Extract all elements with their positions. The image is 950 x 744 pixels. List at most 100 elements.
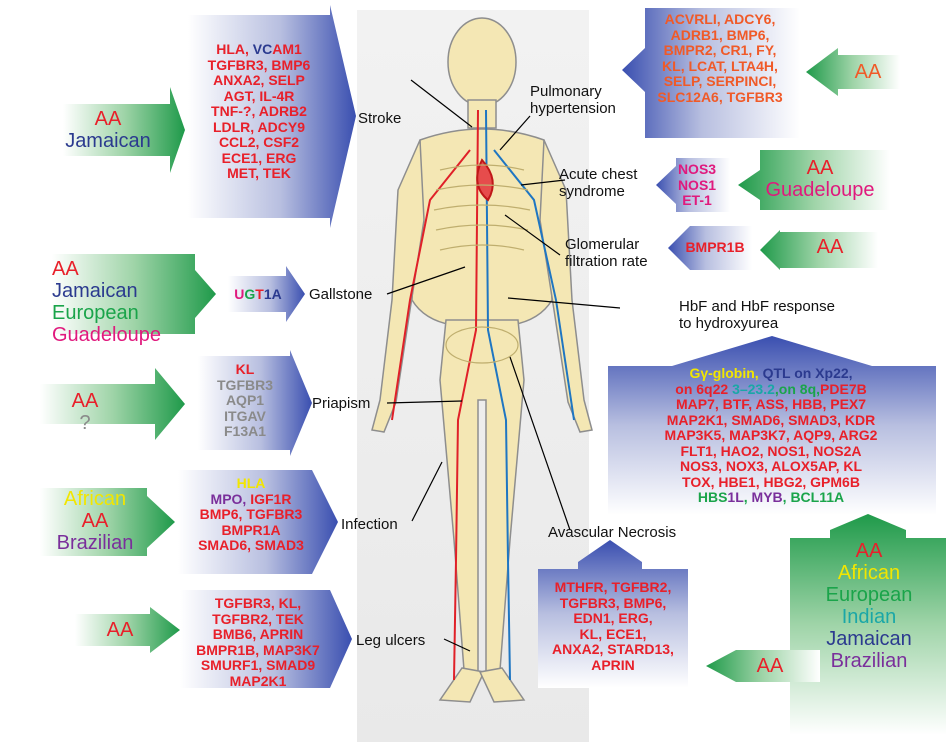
arrow-blue-pulmonary xyxy=(622,8,800,138)
arrow-blue-infection xyxy=(178,470,338,574)
condition-gallstone: Gallstone xyxy=(309,286,373,303)
gene-line: TNF-?, ADRB2 xyxy=(186,103,332,120)
leader-lines xyxy=(386,79,621,652)
gene-segment: VC xyxy=(252,41,273,57)
population-label: Guadeloupe xyxy=(765,179,875,201)
condition-acute-chest-line1: Acute chest xyxy=(559,166,638,183)
gene-line: ANXA2, STARD13, xyxy=(538,641,688,658)
gene-segment: HLA, xyxy=(216,41,253,57)
condition-glomerular-line2: filtration rate xyxy=(565,253,648,270)
gene-segment: 1L xyxy=(727,489,744,505)
gene-segment: F13A1 xyxy=(223,423,267,439)
population-label: Jamaican xyxy=(826,628,912,650)
gene-segment: MTHFR, TGFBR2, xyxy=(554,579,672,595)
gene-line: ECE1, ERG xyxy=(186,150,332,167)
gene-line: MAP7, BTF, ASS, HBB, PEX7 xyxy=(608,396,934,413)
gene-segment: ET-1 xyxy=(682,192,712,208)
arrow-blue-gallstone xyxy=(228,266,305,322)
gene-segment: NOS3 xyxy=(677,161,717,177)
gene-segment: on 6q22 xyxy=(675,380,733,397)
gene-line: SMURF1, SMAD9 xyxy=(180,657,336,674)
gene-segment: KL, ECE1, xyxy=(579,625,647,642)
population-leg-ulcers: AA xyxy=(90,619,150,641)
arrow-green-avascular xyxy=(706,650,820,682)
gene-segment: QTL on Xp22, xyxy=(762,365,853,381)
gene-segment: , BCL11A xyxy=(782,489,845,505)
gene-segment: ANXA2, SELP xyxy=(213,72,305,88)
condition-infection: Infection xyxy=(341,516,398,533)
arrow-green-infection xyxy=(40,488,175,556)
gene-segment: EDN1, ERG, xyxy=(573,610,653,626)
population-label: AA xyxy=(94,108,122,130)
genes-gallstone: UGT1A xyxy=(228,286,288,303)
gene-line: MPO, IGF1R xyxy=(178,491,324,508)
gene-line: TGFBR2, TEK xyxy=(180,610,336,628)
arrow-green-stroke xyxy=(63,87,185,173)
gene-line: NOS3 xyxy=(674,161,720,178)
population-priapism: AA? xyxy=(45,390,125,434)
gene-line: ACVRLI, ADCY6, xyxy=(640,11,800,28)
gene-line: F13A1 xyxy=(198,423,292,440)
gene-line: ANXA2, SELP xyxy=(186,72,332,89)
gene-line: ET-1 xyxy=(674,192,720,209)
population-label: AA xyxy=(106,619,134,641)
gene-line: UGT1A xyxy=(228,286,288,303)
population-label: Jamaican xyxy=(52,280,138,302)
gene-segment: SMURF1, SMAD9 xyxy=(200,657,316,673)
gene-segment: LDLR, ADCY9 xyxy=(212,118,306,135)
blood-vessels xyxy=(391,109,575,681)
arrow-blue-hbf xyxy=(608,336,936,515)
population-label: Jamaican xyxy=(65,130,151,152)
gene-segment: TGFBR2, TEK xyxy=(212,610,304,627)
gene-segment: TNF-?, ADRB2 xyxy=(211,103,307,119)
gene-segment: MAP2K1 xyxy=(229,672,287,689)
gene-line: BMPR1B, MAP3K7 xyxy=(180,641,336,659)
gene-segment: SLC12A6, TGFBR3 xyxy=(657,88,783,105)
skeleton-lines xyxy=(433,164,531,364)
gene-line: LDLR, ADCY9 xyxy=(186,118,332,136)
population-label: AA xyxy=(855,540,883,562)
gene-segment: SMAD6, SMAD3 xyxy=(198,537,304,553)
gene-segment: KL, LCAT, LTA4H, xyxy=(662,57,778,74)
gene-line: TGFBR3, BMP6, xyxy=(538,595,688,612)
gene-line: CCL2, CSF2 xyxy=(186,134,332,151)
arrow-blue-leg-ulcers xyxy=(180,590,352,688)
population-label: AA xyxy=(756,655,784,677)
condition-leg-ulcers: Leg ulcers xyxy=(356,632,426,649)
condition-acute-chest-line2: syndrome xyxy=(559,183,625,200)
population-label: European xyxy=(52,302,139,324)
gene-line: KL xyxy=(198,361,292,378)
condition-avascular: Avascular Necrosis xyxy=(548,524,677,541)
gene-segment: BMPR1B, MAP3K7 xyxy=(196,641,320,658)
population-pulmonary: AA xyxy=(838,61,898,83)
gene-segment: ANXA2, STARD13, xyxy=(552,641,674,657)
gene-segment: BMPR1B xyxy=(685,239,745,255)
gene-line: TOX, HBE1, HBG2, GPM6B xyxy=(608,474,934,491)
gene-segment: 1A xyxy=(263,286,282,302)
gene-segment: KL xyxy=(235,361,255,377)
gene-segment: 3–23.2 xyxy=(732,380,775,397)
gene-segment: CCL2, CSF2 xyxy=(218,134,300,150)
gene-segment: TGFBR3, KL, xyxy=(214,595,302,611)
gene-line: KL, ECE1, xyxy=(538,625,688,643)
gene-line: MET, TEK xyxy=(186,165,332,182)
gene-line: KL, LCAT, LTA4H, xyxy=(640,57,800,75)
gene-segment: ACVRLI, ADCY6, xyxy=(664,11,776,27)
gene-segment: TGFBR3 xyxy=(217,376,273,393)
genes-glomerular: BMPR1B xyxy=(680,239,750,256)
gene-segment: SELP, SERPINCI, xyxy=(663,73,777,89)
gene-segment: PDE7B xyxy=(820,380,867,397)
gene-line: NOS1 xyxy=(674,177,720,194)
gene-segment: G xyxy=(244,286,256,302)
gene-line: HBS1L, MYB, BCL11A xyxy=(608,489,934,506)
arrow-blue-avascular xyxy=(538,540,688,688)
